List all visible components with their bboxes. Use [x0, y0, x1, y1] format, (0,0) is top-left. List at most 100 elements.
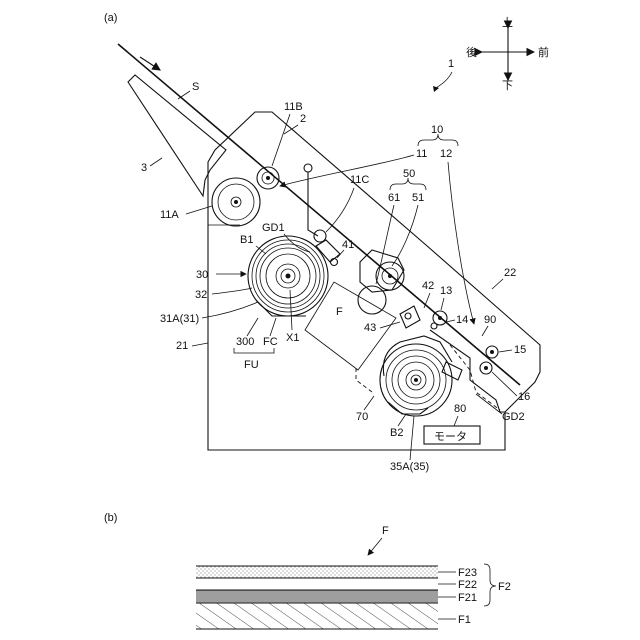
- motor-label: モータ: [434, 430, 467, 443]
- leader-B2: [398, 414, 406, 426]
- leader-21: [192, 343, 208, 346]
- leader-90: [482, 326, 488, 336]
- leader-61: [376, 205, 394, 284]
- label-X1: X1: [286, 332, 299, 344]
- leader-31A: [202, 302, 258, 318]
- panel-a-label: (a): [104, 12, 117, 24]
- pivot-lever: [308, 172, 318, 236]
- label-B1: B1: [240, 234, 253, 246]
- label-43: 43: [364, 322, 376, 334]
- leader-80: [454, 416, 458, 426]
- leader-11C: [326, 188, 354, 232]
- direction-front-label: 前: [538, 45, 549, 59]
- layer-F23: [196, 566, 438, 578]
- label-80: 80: [454, 403, 466, 415]
- leader-300: [247, 318, 258, 336]
- label-F23: F23: [458, 567, 477, 579]
- roller-16: [480, 362, 492, 374]
- leader-11: [280, 155, 414, 186]
- label-11B: 11B: [284, 101, 303, 113]
- label-11C: 11C: [350, 174, 369, 186]
- label-FC: FC: [263, 336, 278, 348]
- leader-32: [212, 288, 252, 294]
- label-B2: B2: [390, 427, 403, 439]
- label-film-F: F: [382, 525, 389, 537]
- direction-up-label: 上: [502, 16, 513, 29]
- leader-70: [364, 396, 374, 410]
- label-50: 50: [403, 168, 415, 180]
- label-31A: 31A(31): [160, 313, 199, 325]
- leader-11B: [272, 114, 290, 166]
- film-layers: [196, 566, 438, 629]
- label-F1: F1: [458, 614, 471, 626]
- label-sheet: S: [192, 81, 199, 93]
- label-51: 51: [412, 192, 424, 204]
- front-frame: [430, 330, 505, 412]
- feed-direction-arrow: [140, 57, 160, 70]
- guide-GD2-path: [450, 345, 500, 410]
- roller-11C: [314, 230, 326, 242]
- leader-device: [436, 72, 452, 88]
- layer-F22: [196, 578, 438, 590]
- label-10: 10: [431, 124, 443, 136]
- leader-14: [446, 320, 455, 322]
- leader-22: [492, 279, 503, 289]
- part-70-dash: [356, 368, 372, 392]
- part-43: [405, 313, 411, 319]
- label-FU: FU: [244, 359, 259, 371]
- label-35A: 35A(35): [390, 461, 429, 473]
- leader-15: [499, 350, 512, 352]
- leader-film-F: [368, 538, 382, 555]
- leader-X1: [290, 290, 292, 330]
- unit-50-frame: [360, 250, 404, 292]
- label-2: 2: [300, 113, 306, 125]
- bracket-F2: [484, 564, 496, 606]
- leader-sheet: [178, 91, 190, 99]
- pivot-point: [304, 164, 312, 172]
- label-41: 41: [342, 239, 354, 251]
- label-device: 1: [448, 58, 454, 70]
- roller-15: [486, 346, 498, 358]
- label-11A: 11A: [160, 209, 179, 221]
- label-300: 300: [236, 336, 254, 348]
- leader-3: [150, 158, 162, 166]
- label-11: 11: [416, 148, 427, 160]
- leader-16: [492, 372, 517, 396]
- leader-GD2: [476, 394, 502, 414]
- label-15: 15: [514, 344, 526, 356]
- part-43-block: [400, 306, 420, 328]
- roll-35: [380, 344, 452, 416]
- label-3: 3: [141, 162, 147, 174]
- label-F2: F2: [498, 581, 511, 593]
- label-32: 32: [195, 289, 207, 301]
- layer-F21: [196, 590, 438, 603]
- label-16: 16: [518, 391, 530, 403]
- label-13: 13: [440, 285, 452, 297]
- label-70: 70: [356, 411, 368, 423]
- label-F21: F21: [458, 592, 477, 604]
- label-GD1: GD1: [262, 222, 285, 234]
- label-61: 61: [388, 192, 400, 204]
- label-30: 30: [196, 269, 208, 281]
- direction-down-label: 下: [502, 80, 513, 92]
- label-F22: F22: [458, 579, 477, 591]
- leader-FC: [270, 318, 276, 336]
- bracket-10: [418, 134, 458, 146]
- bracket-FU: [234, 348, 274, 353]
- label-42: 42: [422, 280, 434, 292]
- leader-35A: [410, 416, 414, 460]
- layer-F1: [196, 603, 438, 629]
- bracket-50: [390, 178, 426, 190]
- part-14-pin: [431, 323, 437, 329]
- direction-rear-label: 後: [466, 45, 477, 59]
- part-41: [331, 259, 338, 266]
- label-12: 12: [440, 148, 452, 160]
- label-GD2: GD2: [502, 411, 525, 423]
- leader-13: [441, 298, 444, 310]
- leader-12: [448, 162, 474, 324]
- leader-41: [337, 250, 344, 258]
- direction-indicator: 上 下 後 前: [466, 16, 549, 92]
- label-22: 22: [504, 267, 516, 279]
- panel-b-label: (b): [104, 512, 117, 524]
